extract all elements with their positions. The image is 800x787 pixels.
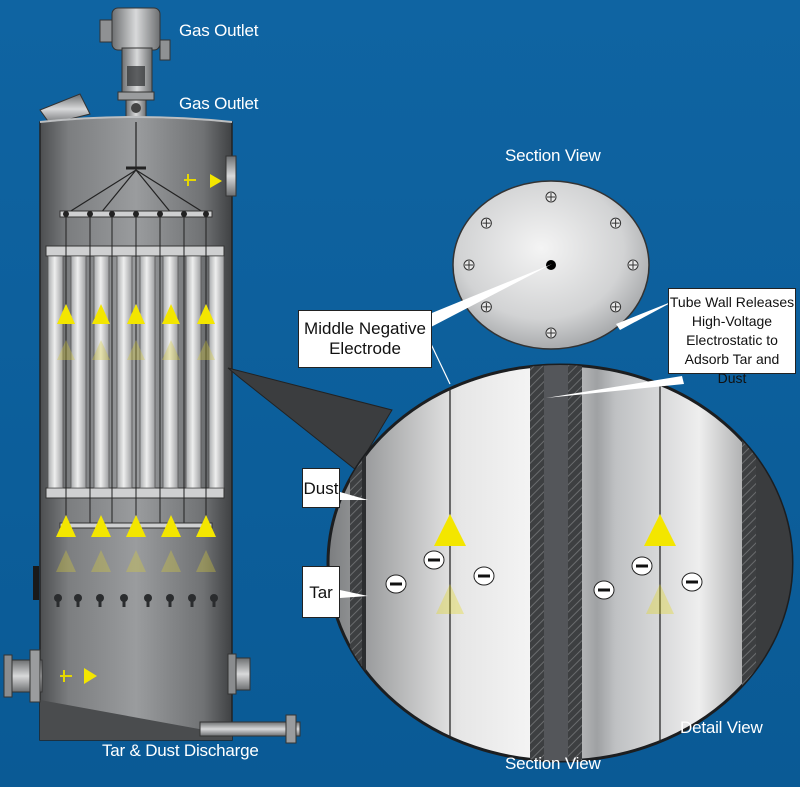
flow-arrow-icon xyxy=(197,304,215,324)
wire-anchor xyxy=(157,211,163,217)
bolt-icon xyxy=(120,594,128,602)
bolt-stem xyxy=(76,601,80,607)
flow-arrow-faded-icon xyxy=(92,340,110,360)
tube-wall-center-left xyxy=(530,365,544,761)
tar-callout: Tar xyxy=(302,566,340,618)
bolt-stem xyxy=(190,601,194,607)
electrode-hanger xyxy=(65,122,207,215)
electrode-wires xyxy=(63,211,209,526)
wire-anchor xyxy=(87,211,93,217)
flow-arrow-icon xyxy=(162,304,180,324)
tube-wall-callout: Tube Wall Releases High-Voltage Electros… xyxy=(668,288,796,386)
flow-arrow-icon xyxy=(127,304,145,324)
discharge-label: Tar & Dust Discharge xyxy=(102,741,259,760)
flow-arrow-faded-icon xyxy=(436,584,464,614)
collector-tube xyxy=(208,256,224,489)
flow-arrow-faded-icon xyxy=(161,550,181,572)
flow-arrow-icon xyxy=(91,515,111,537)
inlet-flow-indicator-top xyxy=(184,174,222,188)
bolt-icon xyxy=(166,594,174,602)
collector-tube xyxy=(93,256,110,489)
bolt-icon xyxy=(74,594,82,602)
flow-arrow-faded-icon xyxy=(162,340,180,360)
negative-sign xyxy=(636,564,648,568)
discharge-elbow xyxy=(227,653,251,695)
lower-tube-sheet xyxy=(45,487,225,499)
flow-arrow-icon xyxy=(434,514,466,546)
collector-tube xyxy=(139,256,156,489)
flow-arrow-faded-icon xyxy=(127,340,145,360)
tar-dust-discharge-pipe xyxy=(199,714,301,744)
collector-tube xyxy=(185,256,202,489)
gas-inlet-pipe xyxy=(3,649,43,703)
negative-sign xyxy=(478,574,490,578)
flow-arrow-faded-icon xyxy=(56,550,76,572)
flow-arrow-icon xyxy=(56,515,76,537)
negative-sign xyxy=(390,582,402,586)
collector-tube xyxy=(47,256,64,489)
collector-tube xyxy=(70,256,87,489)
bolt-stem xyxy=(212,601,216,607)
center-electrode-dot xyxy=(546,260,556,270)
section-view-bottom-label: Section View xyxy=(505,754,601,773)
side-angled-pipe xyxy=(39,93,91,125)
detail-view-label: Detail View xyxy=(680,718,763,737)
wire-anchor xyxy=(133,211,139,217)
flow-arrow-faded-icon xyxy=(646,584,674,614)
bolt-stem xyxy=(168,601,172,607)
flow-arrow-icon xyxy=(161,515,181,537)
wire-anchor xyxy=(181,211,187,217)
collector-tube xyxy=(162,256,179,489)
flow-arrow-faded-icon xyxy=(196,550,216,572)
section-view-disc xyxy=(452,180,650,350)
wire-anchor xyxy=(203,211,209,217)
flow-arrow-faded-icon xyxy=(126,550,146,572)
gas-outlet-top-label: Gas Outlet xyxy=(179,21,259,40)
leader-lines xyxy=(340,264,684,598)
bolt-icon xyxy=(54,594,62,602)
flow-arrow-faded-icon xyxy=(57,340,75,360)
dust-callout: Dust xyxy=(302,468,340,508)
gas-outlet-mid-label: Gas Outlet xyxy=(179,94,259,113)
bolt-stem xyxy=(146,601,150,607)
negative-sign xyxy=(428,558,440,562)
wire-anchor xyxy=(63,211,69,217)
detail-view-circle xyxy=(326,363,794,763)
bolt-stem xyxy=(56,601,60,607)
section-view-top-label: Section View xyxy=(505,146,601,165)
flow-arrow-faded-icon xyxy=(91,550,111,572)
negative-sign xyxy=(686,580,698,584)
middle-negative-electrode-callout: Middle Negative Electrode xyxy=(298,310,432,368)
flow-arrow-faded-icon xyxy=(197,340,215,360)
bolt-icon xyxy=(144,594,152,602)
flow-arrow-icon xyxy=(644,514,676,546)
negative-sign xyxy=(598,588,610,592)
inlet-flow-indicator-bottom xyxy=(60,668,97,684)
flow-arrow-icon xyxy=(92,304,110,324)
wire-anchor xyxy=(109,211,115,217)
tube-wall-center-right xyxy=(568,365,582,761)
bolt-icon xyxy=(96,594,104,602)
flow-arrow-icon xyxy=(126,515,146,537)
bolt-stem xyxy=(122,601,126,607)
bolt-icon xyxy=(210,594,218,602)
collector-tube xyxy=(116,256,133,489)
tube-wall-right xyxy=(742,365,756,761)
bolt-stem xyxy=(98,601,102,607)
upper-tube-sheet xyxy=(45,245,225,257)
flow-arrow-icon xyxy=(57,304,75,324)
gas-flow-arrows xyxy=(56,304,216,572)
bolt-icon xyxy=(188,594,196,602)
flow-arrow-icon xyxy=(196,515,216,537)
top-gas-outlet xyxy=(99,7,171,123)
bolt-row xyxy=(54,594,218,607)
